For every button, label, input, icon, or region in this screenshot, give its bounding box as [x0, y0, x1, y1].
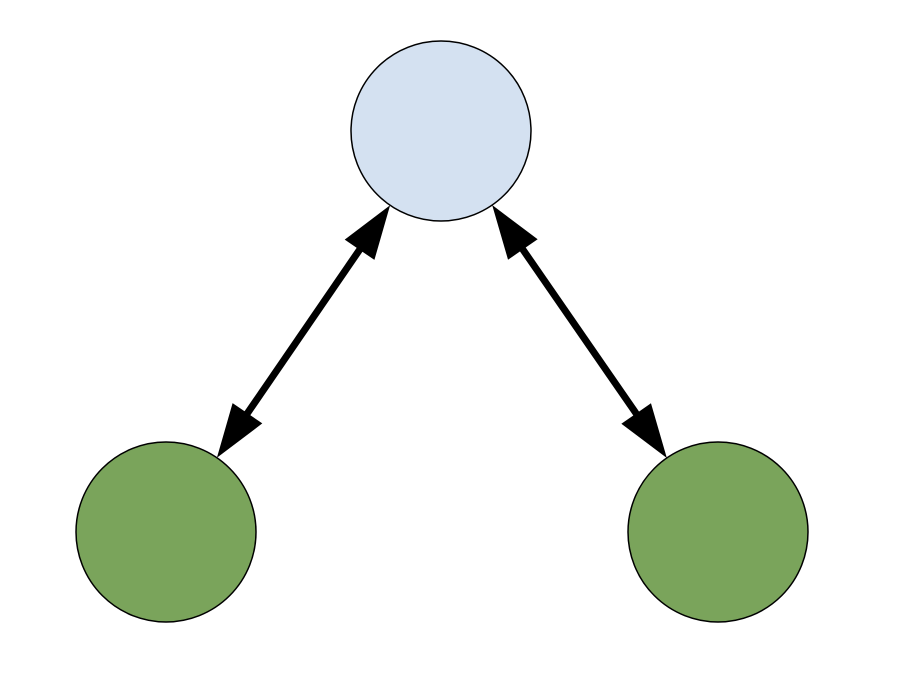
node-top — [350, 40, 532, 222]
connector-top-bottom-left — [216, 205, 391, 458]
connector-line — [517, 244, 642, 419]
arrowhead-icon — [344, 205, 391, 260]
arrowhead-icon — [216, 403, 263, 458]
edges-layer — [216, 205, 667, 458]
nodes-layer — [75, 40, 809, 623]
node-bottom-right — [627, 441, 809, 623]
connector-top-bottom-right — [492, 205, 667, 458]
connector-line — [242, 244, 365, 419]
arrowhead-icon — [621, 403, 667, 458]
node-bottom-left — [75, 441, 257, 623]
arrowhead-icon — [492, 205, 538, 260]
